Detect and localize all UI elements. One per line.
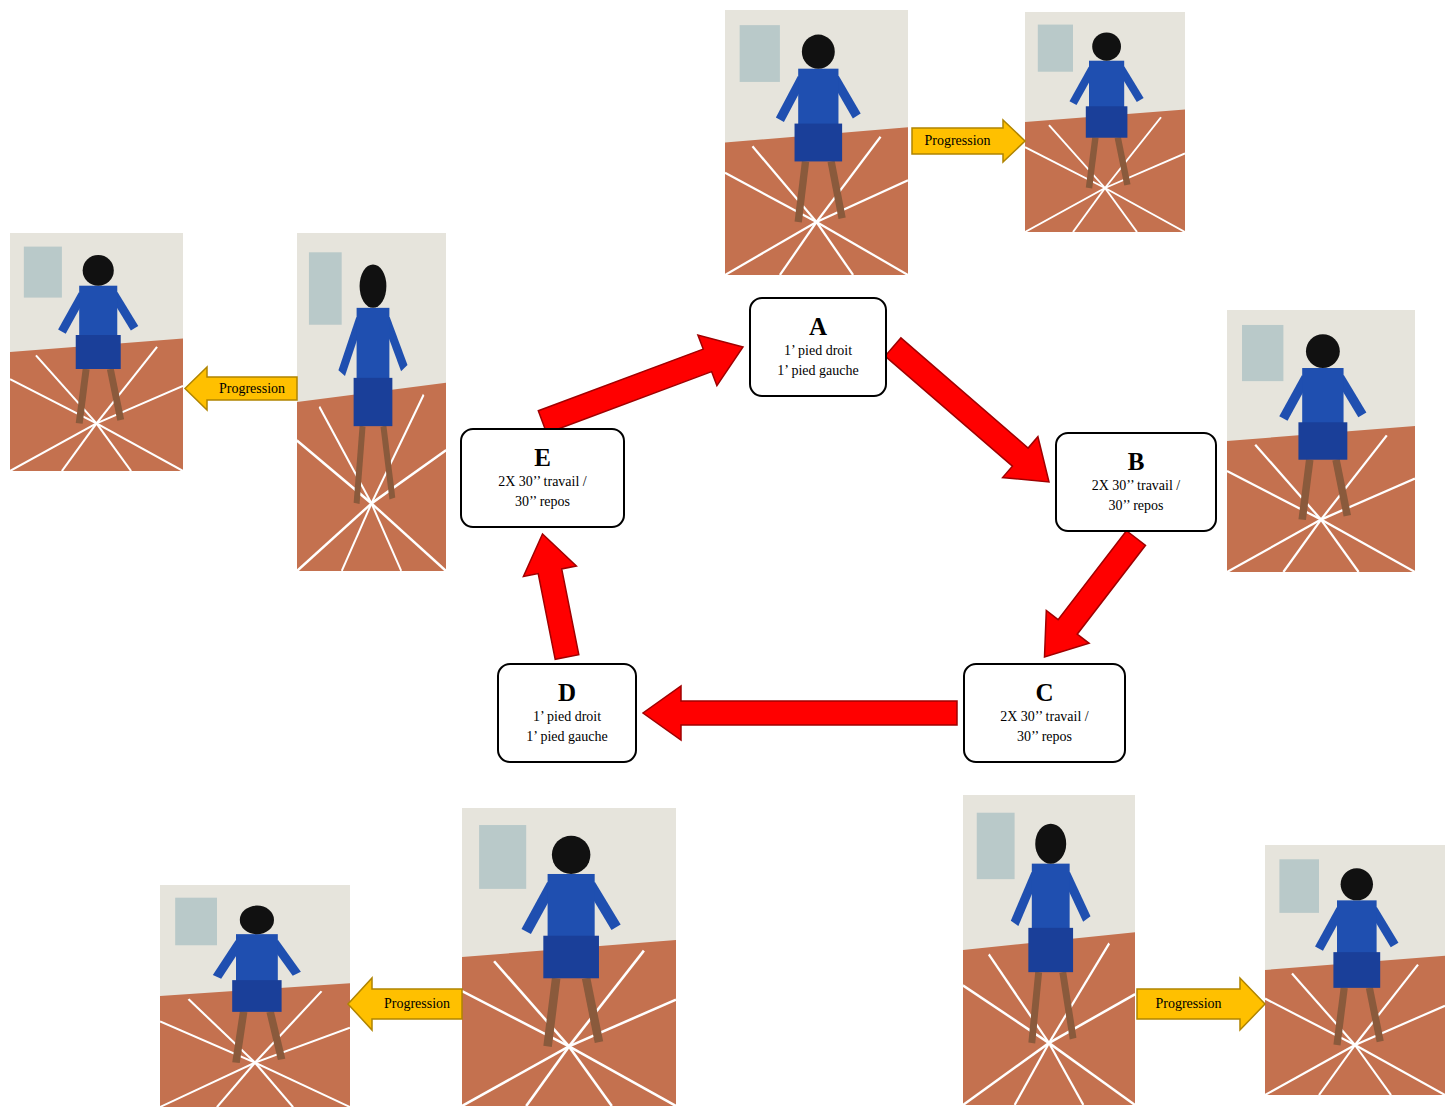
progression-arrow (185, 367, 297, 410)
progression-label: Progression (912, 128, 1003, 154)
flow-arrow (1045, 531, 1146, 657)
photo (963, 795, 1135, 1105)
flow-arrow (643, 686, 957, 740)
photo (462, 808, 676, 1106)
flow-arrow (885, 338, 1049, 482)
progression-label: Progression (372, 989, 462, 1019)
station-box: E2X 30’’ travail / 30’’ repos (460, 428, 625, 528)
photo (1227, 310, 1415, 572)
station-box: D1’ pied droit1’ pied gauche (497, 663, 637, 763)
photo (297, 233, 446, 571)
flow-arrow (538, 335, 743, 433)
photo (160, 885, 350, 1107)
station-box: C2X 30’’ travail / 30’’ repos (963, 663, 1126, 763)
photo (10, 233, 183, 471)
station-letter: A (809, 313, 827, 341)
station-instructions: 2X 30’’ travail / 30’’ repos (490, 472, 595, 512)
progression-arrow (1137, 978, 1265, 1030)
progression-label: Progression (1137, 989, 1240, 1019)
station-letter: D (558, 679, 576, 707)
station-instructions: 1’ pied droit (784, 341, 852, 361)
station-instructions: 2X 30’’ travail / 30’’ repos (992, 707, 1097, 747)
station-instructions: 2X 30’’ travail / 30’’ repos (1084, 476, 1189, 516)
progression-arrow (912, 120, 1025, 162)
photo (1265, 845, 1445, 1095)
station-letter: E (534, 444, 551, 472)
station-letter: B (1128, 448, 1145, 476)
progression-arrow (348, 978, 462, 1030)
station-letter: C (1035, 679, 1053, 707)
progression-label: Progression (207, 377, 297, 400)
station-box: B2X 30’’ travail / 30’’ repos (1055, 432, 1217, 532)
photo (1025, 12, 1185, 232)
station-box: A1’ pied droit1’ pied gauche (749, 297, 887, 397)
station-instructions: 1’ pied gauche (526, 727, 607, 747)
photo (725, 10, 908, 275)
flow-arrow (523, 534, 578, 659)
station-instructions: 1’ pied droit (533, 707, 601, 727)
station-instructions: 1’ pied gauche (777, 361, 858, 381)
